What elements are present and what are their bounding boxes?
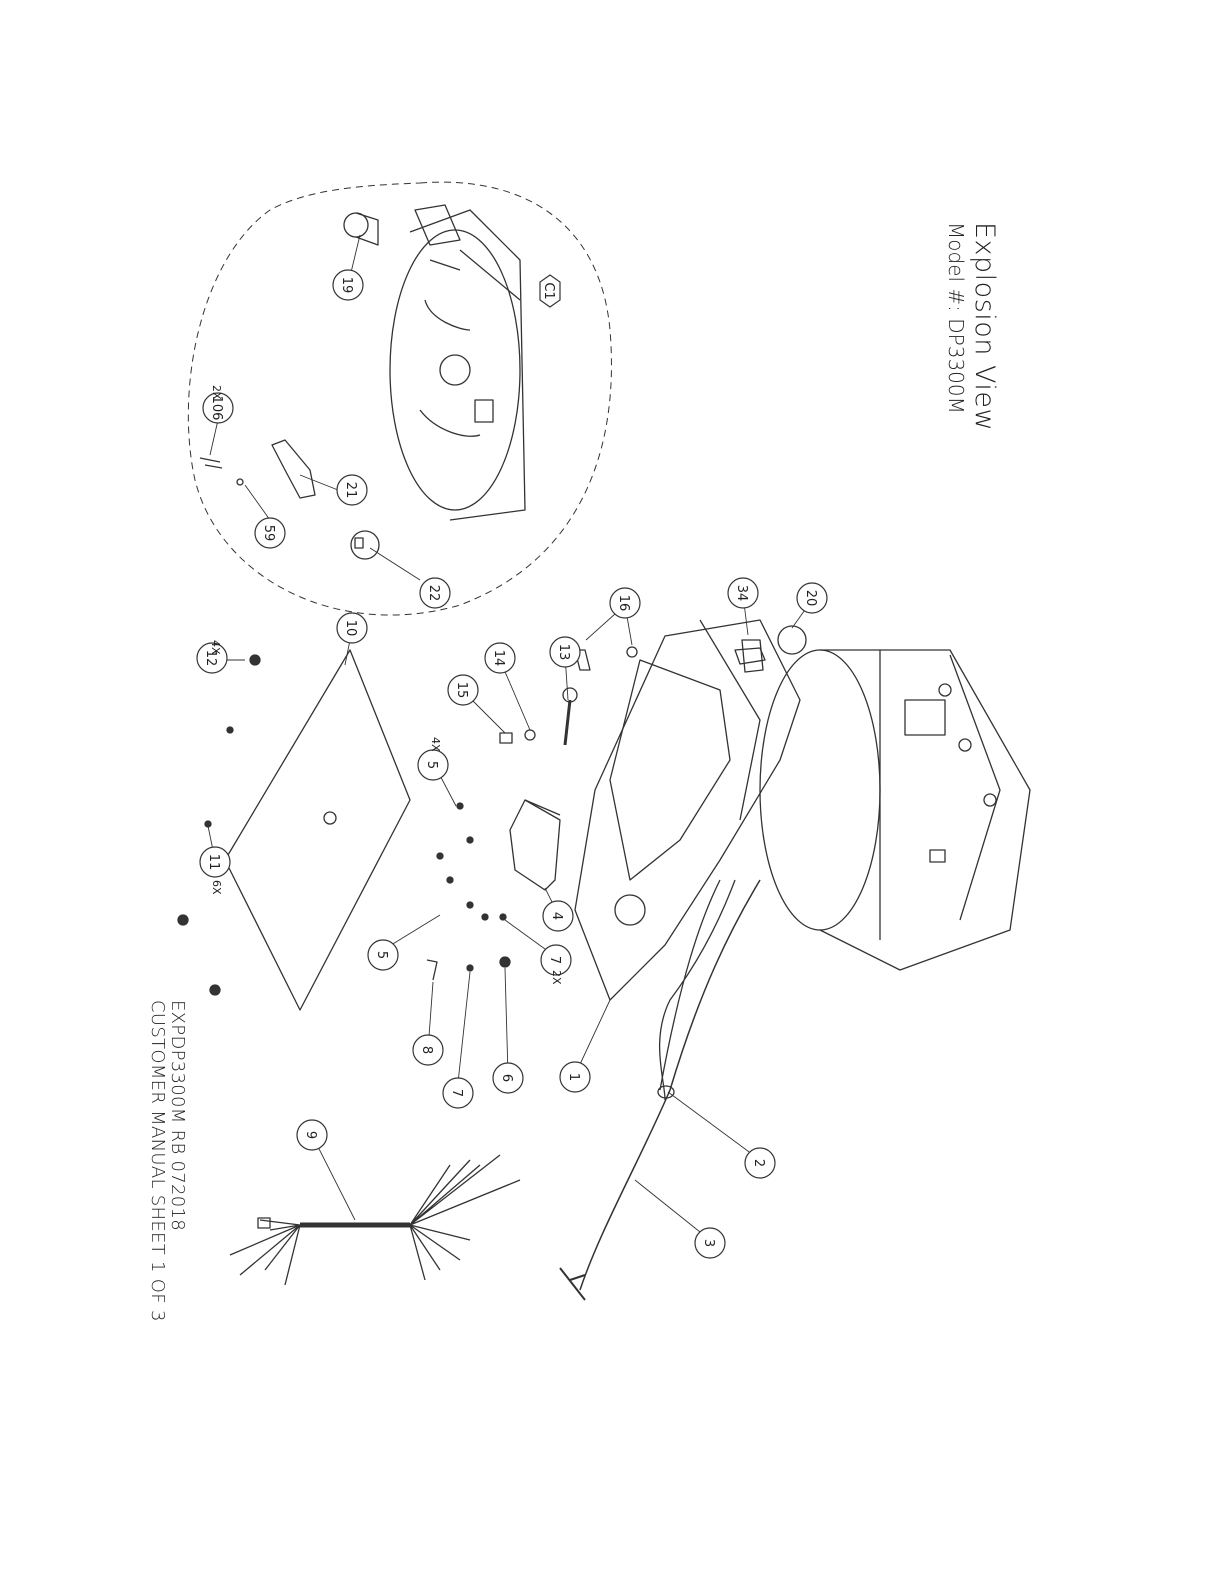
callout-7: 7 <box>443 1078 473 1108</box>
callout-19: 19 <box>333 270 363 300</box>
quantity-label: 2X <box>550 970 563 985</box>
mounting-plate-part <box>390 205 525 520</box>
callout-number: 19 <box>339 277 354 294</box>
callout-5: 5 <box>418 750 448 780</box>
callout-number: 15 <box>454 682 469 699</box>
callout-34: 34 <box>728 578 758 608</box>
callout-number: 21 <box>343 482 358 499</box>
callout-16: 16 <box>610 588 640 618</box>
callout-5: 5 <box>368 940 398 970</box>
bushing-part <box>344 213 378 245</box>
quantity-label: 4X <box>209 640 222 655</box>
callout-number: 34 <box>734 585 749 602</box>
callout-21: 21 <box>337 475 367 505</box>
callout-10: 10 <box>337 613 367 643</box>
callout-22: 22 <box>420 578 450 608</box>
quantity-label: 4X <box>429 737 442 752</box>
motor-housing-part <box>760 650 1030 970</box>
screw-part <box>200 458 220 462</box>
small-hardware <box>178 655 510 995</box>
callout-15: 15 <box>448 675 478 705</box>
callout-13: 13 <box>550 637 580 667</box>
callout-11: 11 <box>200 847 230 877</box>
knob-part <box>351 531 379 559</box>
callout-2: 2 <box>745 1148 775 1178</box>
callout-number: 11 <box>206 854 221 871</box>
callout-number: 14 <box>491 650 506 667</box>
junction-box-part <box>510 800 560 890</box>
callout-9: 9 <box>297 1120 327 1150</box>
callout-number: 22 <box>426 585 441 602</box>
callout-8: 8 <box>413 1035 443 1065</box>
callout-number: 16 <box>616 595 631 612</box>
callout-number: 1 <box>566 1073 581 1081</box>
callout-number: 2 <box>751 1159 766 1167</box>
subassembly-label: C1 <box>541 282 556 299</box>
washer-20-part <box>778 626 806 654</box>
callout-number: 5 <box>424 761 439 769</box>
base-frame-part <box>575 620 800 1000</box>
post-part <box>742 640 763 672</box>
callout-number: 5 <box>374 951 389 959</box>
callout-number: 20 <box>803 590 818 607</box>
subassembly-outline <box>188 182 611 615</box>
callout-14: 14 <box>485 643 515 673</box>
bracket-part <box>272 440 315 498</box>
screw-part <box>205 465 222 468</box>
screw-8-part <box>427 960 437 980</box>
quantity-label: 2X <box>210 385 223 400</box>
callout-number: 13 <box>556 644 571 661</box>
power-cord-part <box>580 880 760 1290</box>
callout-1: 1 <box>560 1062 590 1092</box>
callout-number: 10 <box>343 620 358 637</box>
callout-4: 4 <box>543 901 573 931</box>
washer-part <box>237 479 243 485</box>
callout-number: 9 <box>303 1131 318 1139</box>
wire-harness-part <box>230 1155 520 1285</box>
callout-3: 3 <box>695 1228 725 1258</box>
bolt-part <box>565 700 570 745</box>
callout-number: 4 <box>549 912 564 920</box>
callout-6: 6 <box>493 1063 523 1093</box>
callout-number: 8 <box>419 1046 434 1054</box>
quantity-label: 6X <box>210 880 223 895</box>
callout-number: 59 <box>261 525 276 542</box>
callout-20: 20 <box>797 583 827 613</box>
callout-number: 3 <box>701 1239 716 1247</box>
callout-number: 6 <box>499 1074 514 1082</box>
callout-number: 7 <box>547 956 562 964</box>
callout-59: 59 <box>255 518 285 548</box>
callout-number: 7 <box>449 1089 464 1097</box>
